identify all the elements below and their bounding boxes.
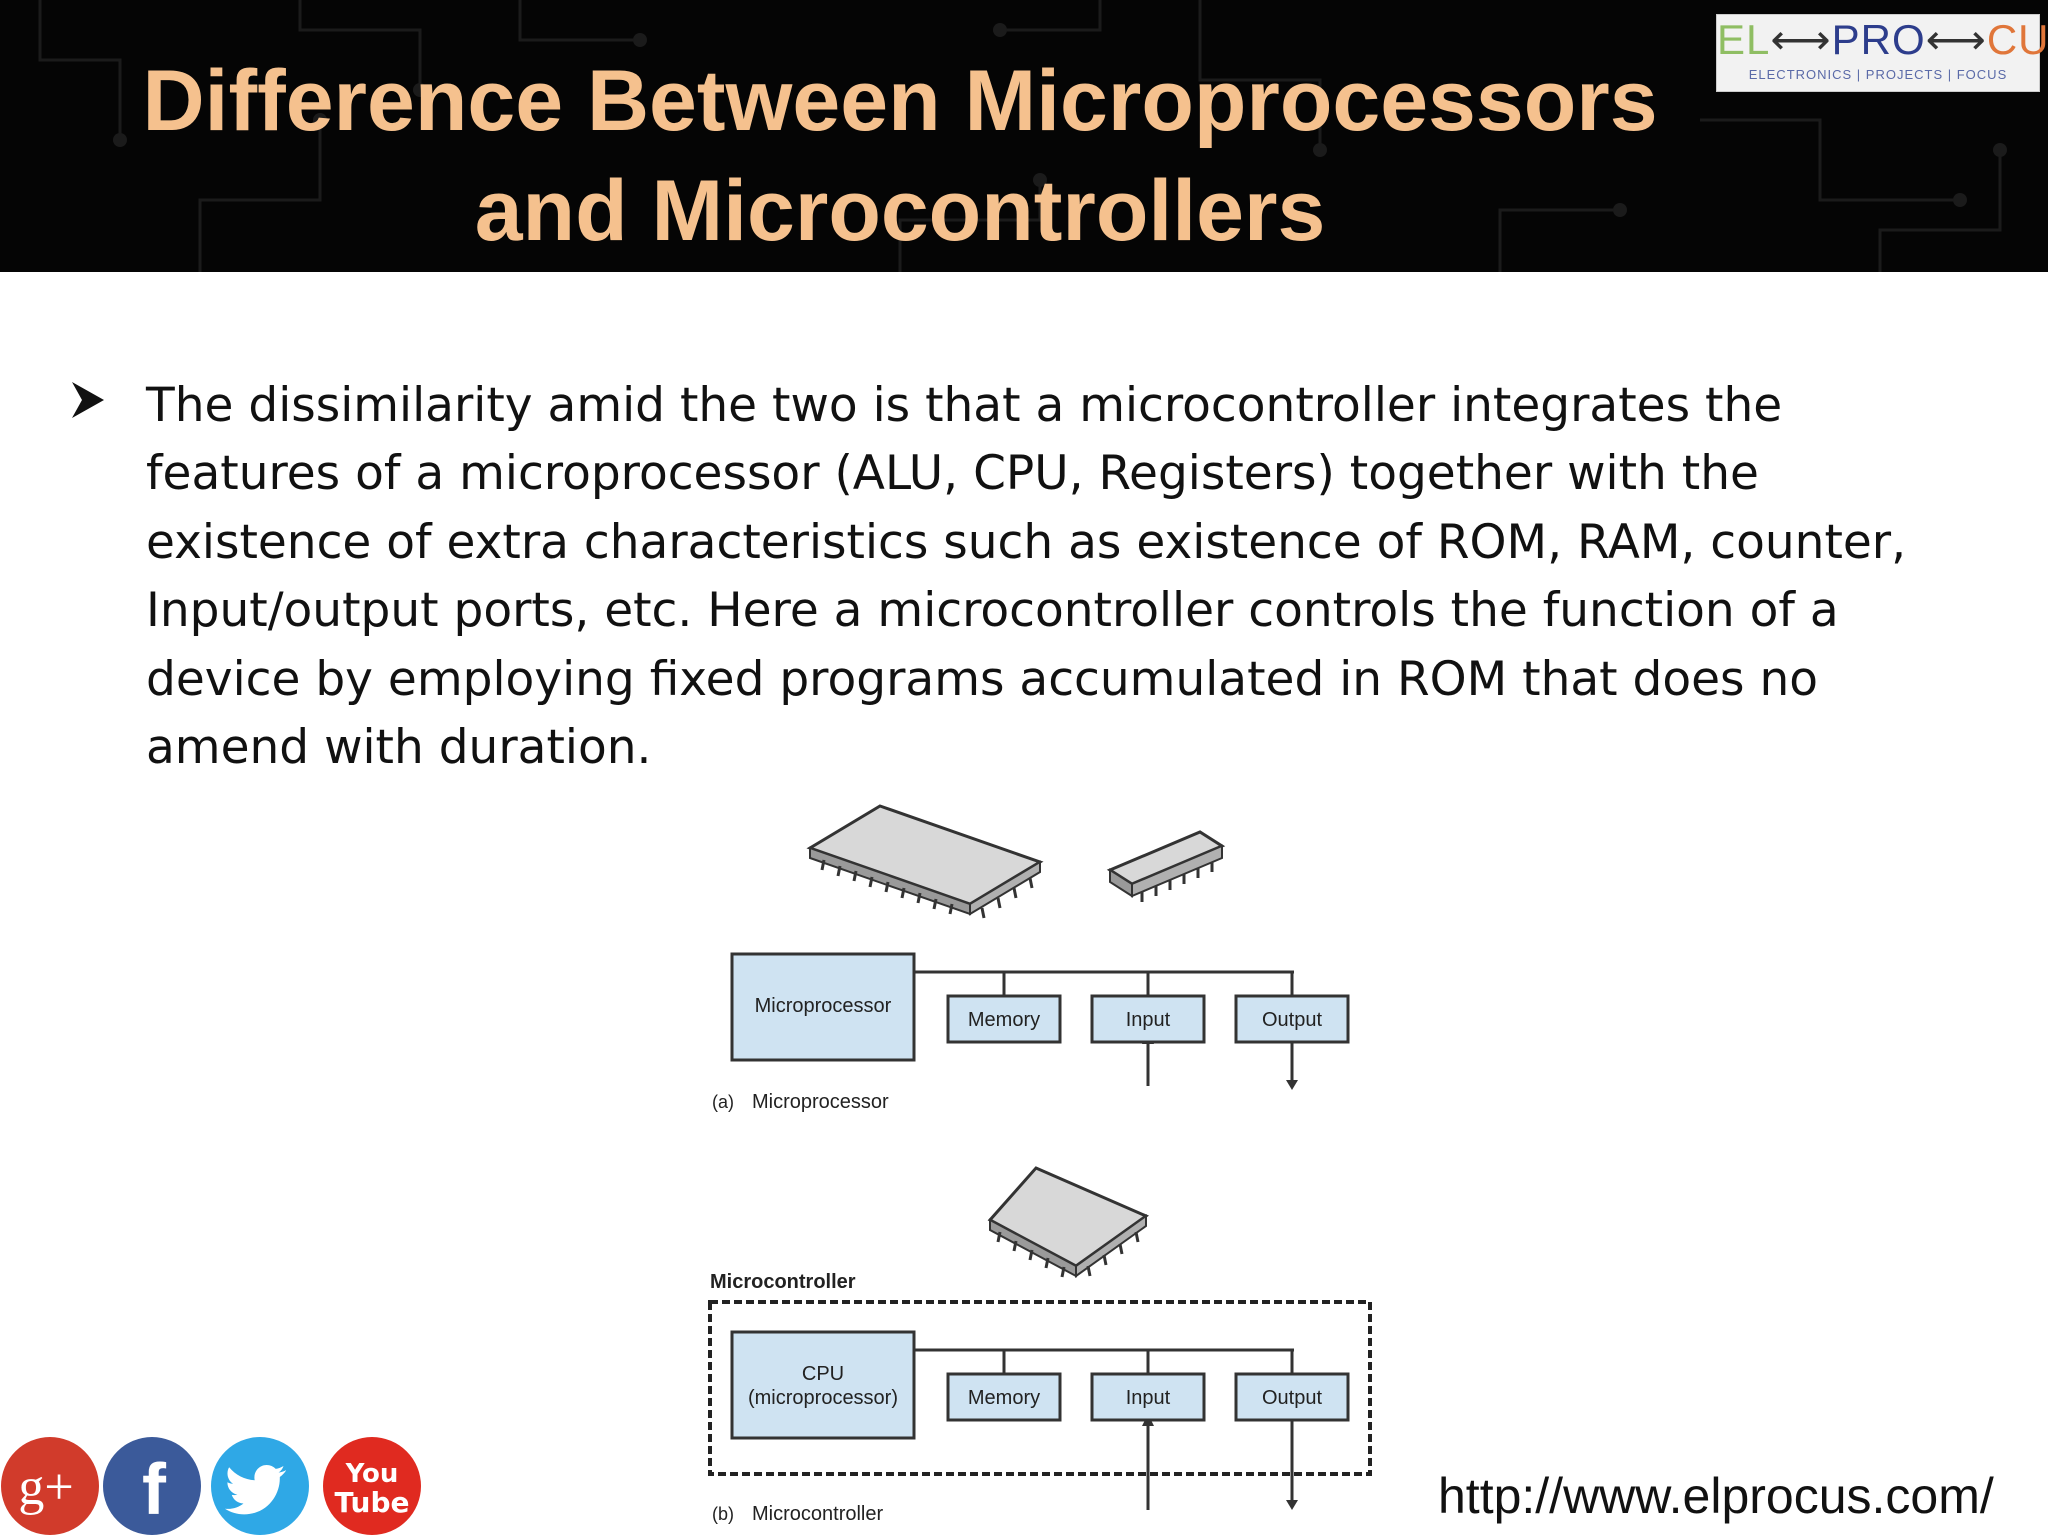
title-line-1: Difference Between Microprocessors bbox=[142, 53, 1658, 149]
bullet-arrow-icon bbox=[72, 382, 104, 418]
cpu-block bbox=[730, 1330, 916, 1440]
caption-b: Microcontroller bbox=[752, 1503, 883, 1525]
logo-pro-text: PRO bbox=[1831, 16, 1926, 63]
youtube-icon[interactable]: You Tube bbox=[322, 1436, 422, 1536]
title-line-2: and Microcontrollers bbox=[474, 163, 1326, 259]
microcontroller-heading: Microcontroller bbox=[710, 1271, 856, 1293]
logo-tagline: ELECTRONICS | PROJECTS | FOCUS bbox=[1748, 67, 2008, 82]
output-block-b bbox=[1234, 1372, 1350, 1422]
facebook-icon[interactable]: f bbox=[102, 1436, 202, 1536]
cpu-block-label: CPU bbox=[802, 1363, 844, 1385]
cpu-block-sublabel: (microprocessor) bbox=[748, 1387, 898, 1409]
output-block bbox=[1234, 994, 1350, 1044]
output-block-label: Output bbox=[1262, 1009, 1322, 1031]
memory-block-b-label: Memory bbox=[968, 1387, 1040, 1409]
slide-header: Difference Between Microprocessors and M… bbox=[0, 0, 2048, 272]
input-block bbox=[1090, 994, 1206, 1044]
twitter-icon[interactable] bbox=[210, 1436, 310, 1536]
logo-arrow-right: ⟷ bbox=[1925, 16, 1987, 63]
bus-lines-a bbox=[914, 970, 1294, 1086]
memory-block-label: Memory bbox=[968, 1009, 1040, 1031]
website-url[interactable]: http://www.elprocus.com/ bbox=[1438, 1468, 1994, 1524]
input-block-label: Input bbox=[1126, 1009, 1171, 1031]
memory-chip-illustration bbox=[1106, 830, 1226, 902]
logo-cus-text: CUS bbox=[1986, 16, 2048, 63]
microcontroller-boundary bbox=[708, 1300, 1372, 1476]
microprocessor-block-label: Microprocessor bbox=[755, 995, 892, 1017]
logo-arrow-left: ⟷ bbox=[1770, 16, 1832, 63]
facebook-text: f bbox=[142, 1450, 167, 1530]
google-plus-text: g+ bbox=[18, 1459, 73, 1516]
logo-el-text: EL bbox=[1717, 16, 1771, 63]
caption-a-letter: (a) bbox=[712, 1092, 734, 1112]
input-block-b bbox=[1090, 1372, 1206, 1422]
microprocessor-block bbox=[730, 952, 916, 1062]
bullet-line: existence of extra characteristics such … bbox=[146, 514, 1907, 570]
output-arrow-icon bbox=[1286, 1080, 1298, 1090]
circuit-background-pattern bbox=[38, 0, 2007, 272]
microcontroller-chip-illustration bbox=[987, 1166, 1150, 1278]
bullet-line: device by employing fixed programs accum… bbox=[146, 651, 1819, 707]
microprocessor-chip-illustration bbox=[806, 804, 1044, 919]
youtube-text-bottom: Tube bbox=[335, 1486, 410, 1519]
bullet-line: amend with duration. bbox=[146, 720, 652, 776]
output-arrow-b-icon bbox=[1286, 1500, 1298, 1510]
bullet-line: Input/output ports, etc. Here a microcon… bbox=[146, 583, 1839, 639]
bullet-line: features of a microprocessor (ALU, CPU, … bbox=[146, 446, 1759, 502]
caption-b-letter: (b) bbox=[712, 1504, 734, 1524]
slide-title: Difference Between Microprocessors and M… bbox=[0, 46, 1800, 266]
output-block-b-label: Output bbox=[1262, 1387, 1322, 1409]
input-block-b-label: Input bbox=[1126, 1387, 1171, 1409]
microprocessor-vs-microcontroller-diagram: Microprocessor Memory Input Output (a) M… bbox=[708, 804, 1372, 1525]
youtube-text-top: You bbox=[345, 1459, 399, 1489]
google-plus-icon[interactable]: g+ bbox=[0, 1436, 100, 1536]
memory-block bbox=[946, 994, 1062, 1044]
bullet-paragraph: The dissimilarity amid the two is that a… bbox=[146, 372, 1926, 782]
memory-block-b bbox=[946, 1372, 1062, 1422]
bus-lines-b bbox=[914, 1348, 1294, 1510]
caption-a: Microprocessor bbox=[752, 1091, 889, 1113]
bullet-line: The dissimilarity amid the two is that a… bbox=[146, 378, 1783, 433]
elprocus-logo: EL⟷PRO⟷CUS ELECTRONICS | PROJECTS | FOCU… bbox=[1716, 14, 2048, 92]
